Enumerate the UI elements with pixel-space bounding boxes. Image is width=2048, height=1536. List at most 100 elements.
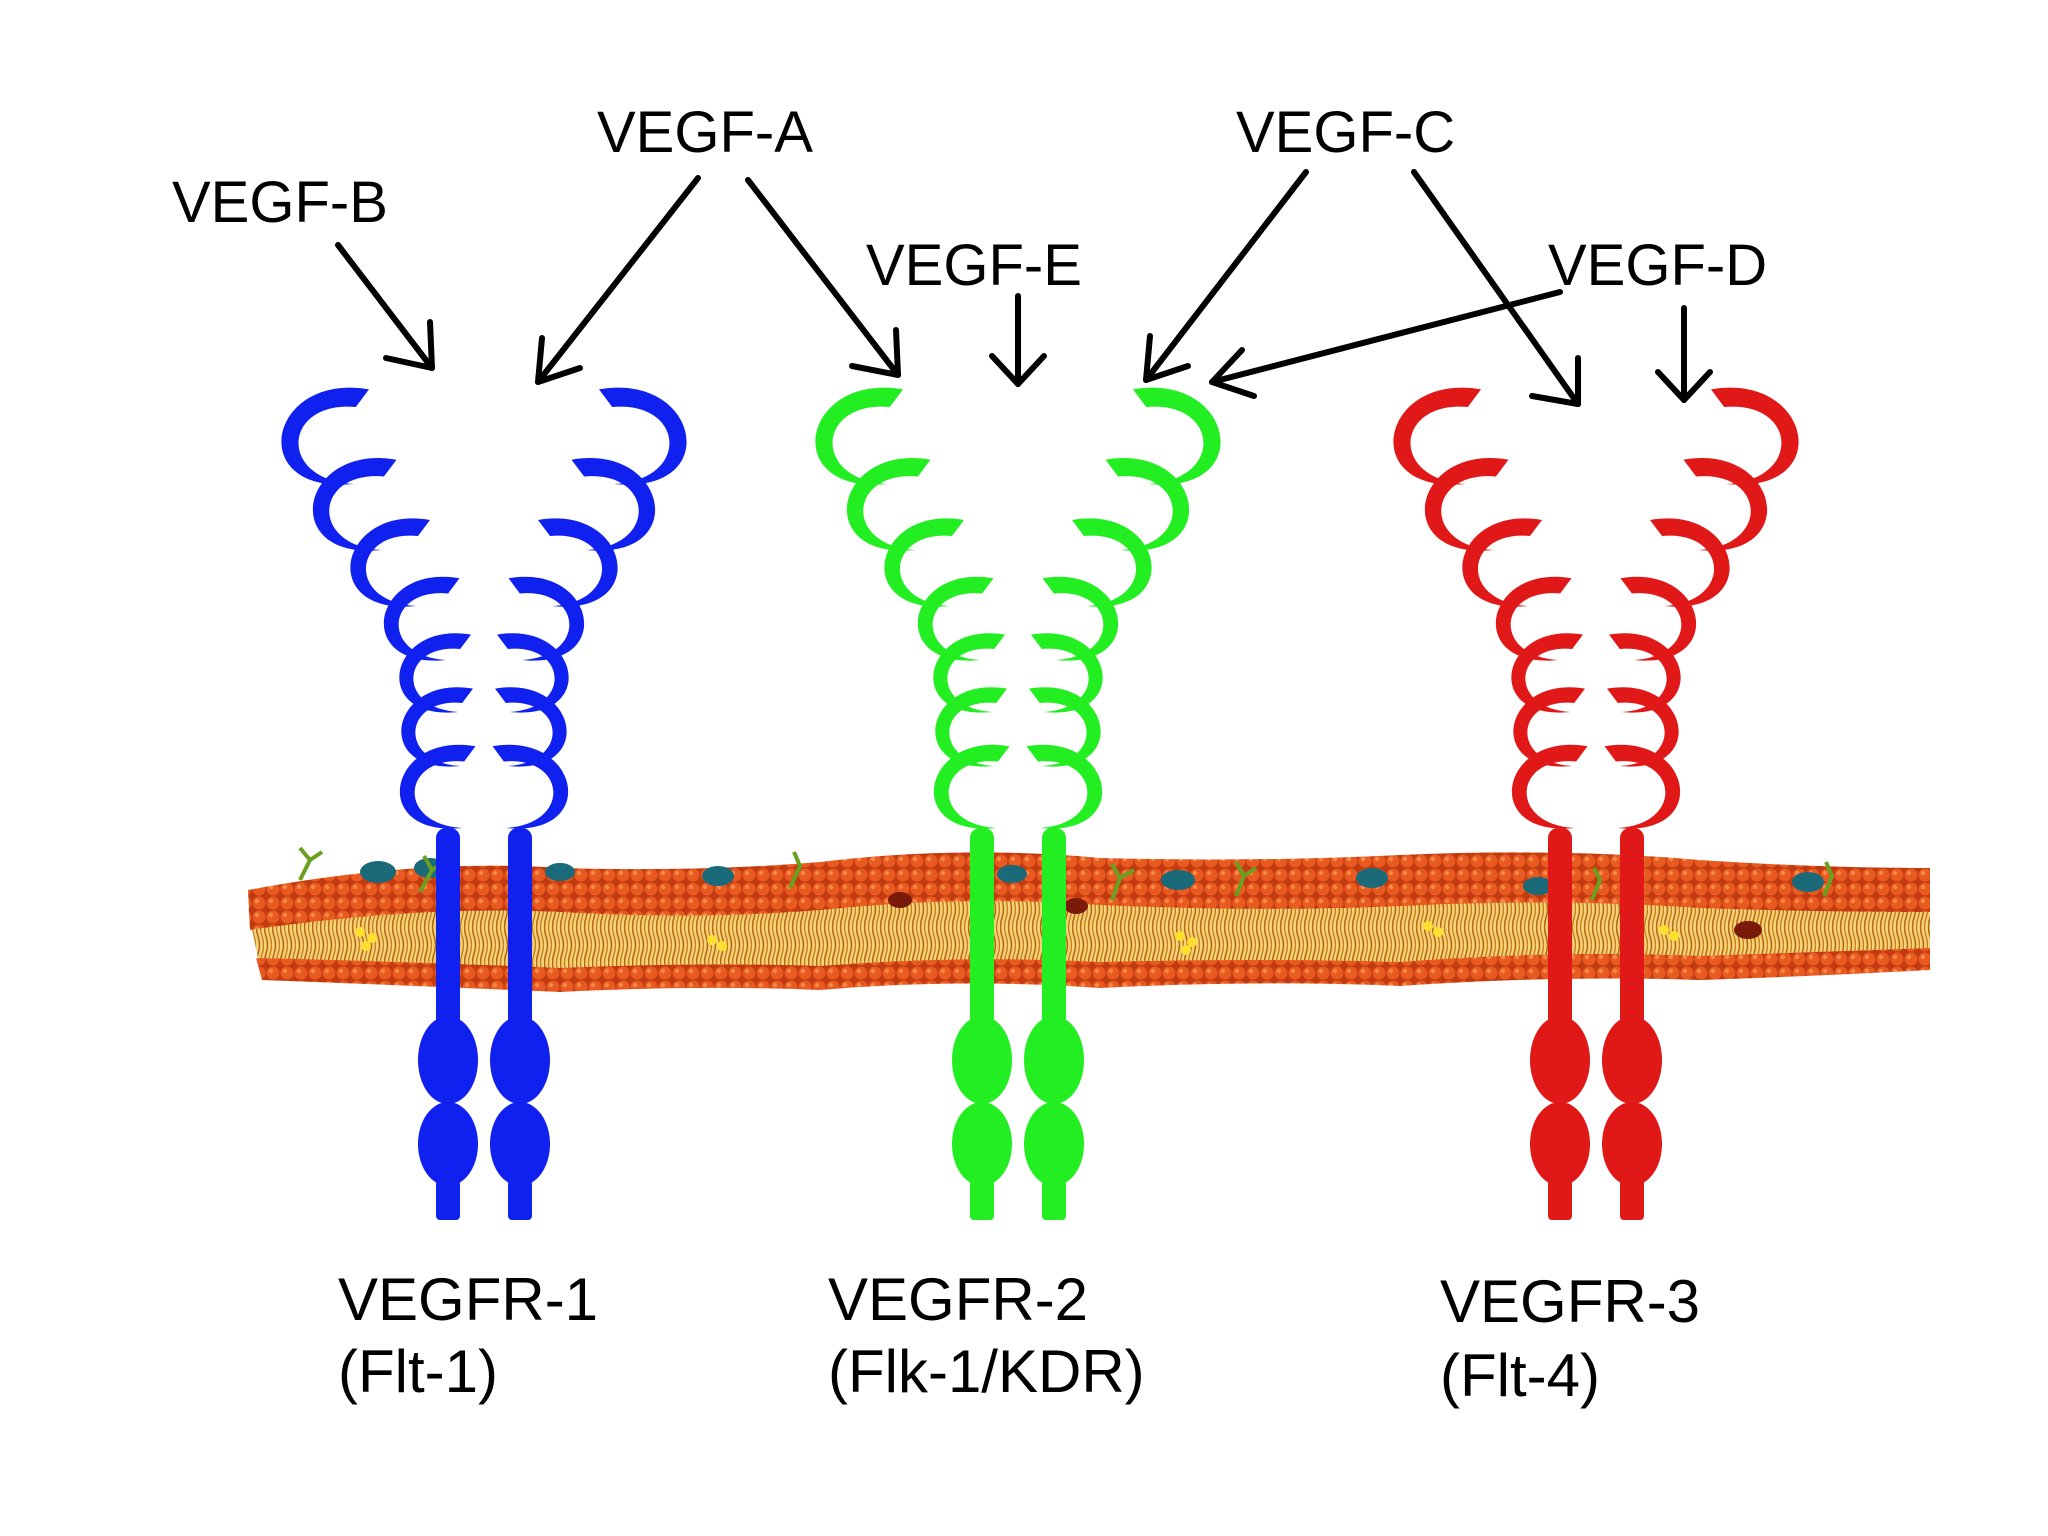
ig-domain-4 — [508, 576, 585, 661]
cell-membrane — [248, 846, 1930, 992]
transmembrane-segment — [436, 828, 460, 1028]
arrow-vegf-b-to-vegfr1 — [335, 242, 435, 371]
ig-domain-1 — [281, 387, 369, 485]
receptor-labels: VEGFR-1 (Flt-1) VEGFR-2 (Flk-1/KDR) VEGF… — [338, 1266, 1700, 1409]
receptor-3-right-chain — [1602, 387, 1799, 1220]
kinase-domain-2 — [952, 1102, 1012, 1186]
kinase-domain-2 — [1602, 1102, 1662, 1186]
ig-domain-5 — [933, 633, 1005, 713]
label-vegf-d: VEGF-D — [1548, 233, 1767, 298]
c-terminal-tail — [436, 1180, 460, 1220]
ig-domain-6 — [1029, 687, 1101, 767]
ig-domain-6 — [1607, 687, 1679, 767]
transmembrane-segment — [1042, 828, 1066, 1028]
ig-domain-1 — [1711, 387, 1799, 485]
arrow-vegf-d-to-vegfr2 — [1209, 289, 1563, 399]
ig-domain-3 — [1072, 518, 1152, 607]
arrow-vegf-c-to-vegfr3 — [1411, 169, 1581, 407]
ig-domain-7 — [399, 744, 476, 829]
receptor-2 — [815, 387, 1221, 1220]
ig-domain-4 — [1495, 576, 1572, 661]
ig-domain-3 — [884, 518, 964, 607]
ig-domain-5 — [497, 633, 569, 713]
label-vegf-c: VEGF-C — [1236, 100, 1455, 165]
receptor-2-alias: (Flk-1/KDR) — [828, 1338, 1145, 1405]
transmembrane-segment — [508, 828, 532, 1028]
arrow-vegf-d-to-vegfr3 — [1655, 305, 1713, 403]
receptor-3 — [1393, 387, 1799, 1220]
kinase-domain-1 — [418, 1016, 478, 1104]
ig-domain-6 — [495, 687, 567, 767]
c-terminal-tail — [970, 1180, 994, 1220]
ig-domain-7 — [1026, 744, 1103, 829]
kinase-domain-2 — [418, 1102, 478, 1186]
kinase-domain-1 — [952, 1016, 1012, 1104]
ig-domain-1 — [1133, 387, 1221, 485]
ig-domain-3 — [1650, 518, 1730, 607]
ig-domain-7 — [1604, 744, 1681, 829]
membrane-outer-heads — [248, 852, 1930, 930]
ig-domain-1 — [599, 387, 687, 485]
receptor-1-name: VEGFR-1 — [338, 1266, 598, 1333]
c-terminal-tail — [1042, 1180, 1066, 1220]
kinase-domain-1 — [1024, 1016, 1084, 1104]
receptor-3-alias: (Flt-4) — [1440, 1342, 1600, 1409]
ig-domain-6 — [401, 687, 473, 767]
ig-domain-2 — [1683, 458, 1768, 551]
transmembrane-segment — [970, 828, 994, 1028]
ig-domain-4 — [1620, 576, 1697, 661]
kinase-domain-2 — [1024, 1102, 1084, 1186]
ig-domain-5 — [1511, 633, 1583, 713]
receptor-3-left-chain — [1393, 387, 1590, 1220]
ig-domain-5 — [1609, 633, 1681, 713]
ligand-arrows — [335, 169, 1713, 407]
ig-domain-5 — [399, 633, 471, 713]
membrane-glycans — [298, 846, 1835, 901]
c-terminal-tail — [1548, 1180, 1572, 1220]
membrane-yellow-lipids — [355, 921, 1679, 955]
receptor-2-name: VEGFR-2 — [828, 1266, 1088, 1333]
receptor-1-alias: (Flt-1) — [338, 1338, 498, 1405]
c-terminal-tail — [1620, 1180, 1644, 1220]
transmembrane-segment — [1548, 828, 1572, 1028]
ig-domain-3 — [538, 518, 618, 607]
receptor-1-left-chain — [281, 387, 478, 1220]
receptor-3-name: VEGFR-3 — [1440, 1268, 1700, 1335]
arrow-vegf-c-to-vegfr2 — [1143, 169, 1309, 383]
ig-domain-4 — [383, 576, 460, 661]
label-vegf-b: VEGF-B — [172, 170, 388, 235]
ig-domain-6 — [1513, 687, 1585, 767]
receptor-2-left-chain — [815, 387, 1012, 1220]
receptor-2-right-chain — [1024, 387, 1221, 1220]
ig-domain-3 — [350, 518, 430, 607]
ig-domain-4 — [917, 576, 994, 661]
c-terminal-tail — [508, 1180, 532, 1220]
kinase-domain-2 — [490, 1102, 550, 1186]
label-vegf-a: VEGF-A — [597, 100, 813, 165]
transmembrane-segment — [1620, 828, 1644, 1028]
ig-domain-4 — [1042, 576, 1119, 661]
ig-domain-2 — [571, 458, 656, 551]
arrow-vegf-a-to-vegfr2 — [745, 177, 901, 378]
ig-domain-1 — [1393, 387, 1481, 485]
ig-domain-2 — [846, 458, 931, 551]
receptors-group — [281, 387, 1799, 1220]
membrane-inner-heads — [256, 948, 1930, 992]
ig-domain-7 — [933, 744, 1010, 829]
arrow-vegf-a-to-vegfr1 — [535, 175, 701, 385]
membrane-proteins — [360, 858, 1824, 939]
kinase-domain-1 — [490, 1016, 550, 1104]
ig-domain-5 — [1031, 633, 1103, 713]
ig-domain-2 — [1105, 458, 1190, 551]
receptor-1-right-chain — [490, 387, 687, 1220]
kinase-domain-2 — [1530, 1102, 1590, 1186]
ig-domain-3 — [1462, 518, 1542, 607]
receptor-1 — [281, 387, 687, 1220]
ig-domain-7 — [1511, 744, 1588, 829]
label-vegf-e: VEGF-E — [866, 233, 1082, 298]
kinase-domain-1 — [1602, 1016, 1662, 1104]
ig-domain-2 — [1424, 458, 1509, 551]
kinase-domain-1 — [1530, 1016, 1590, 1104]
ig-domain-7 — [492, 744, 569, 829]
